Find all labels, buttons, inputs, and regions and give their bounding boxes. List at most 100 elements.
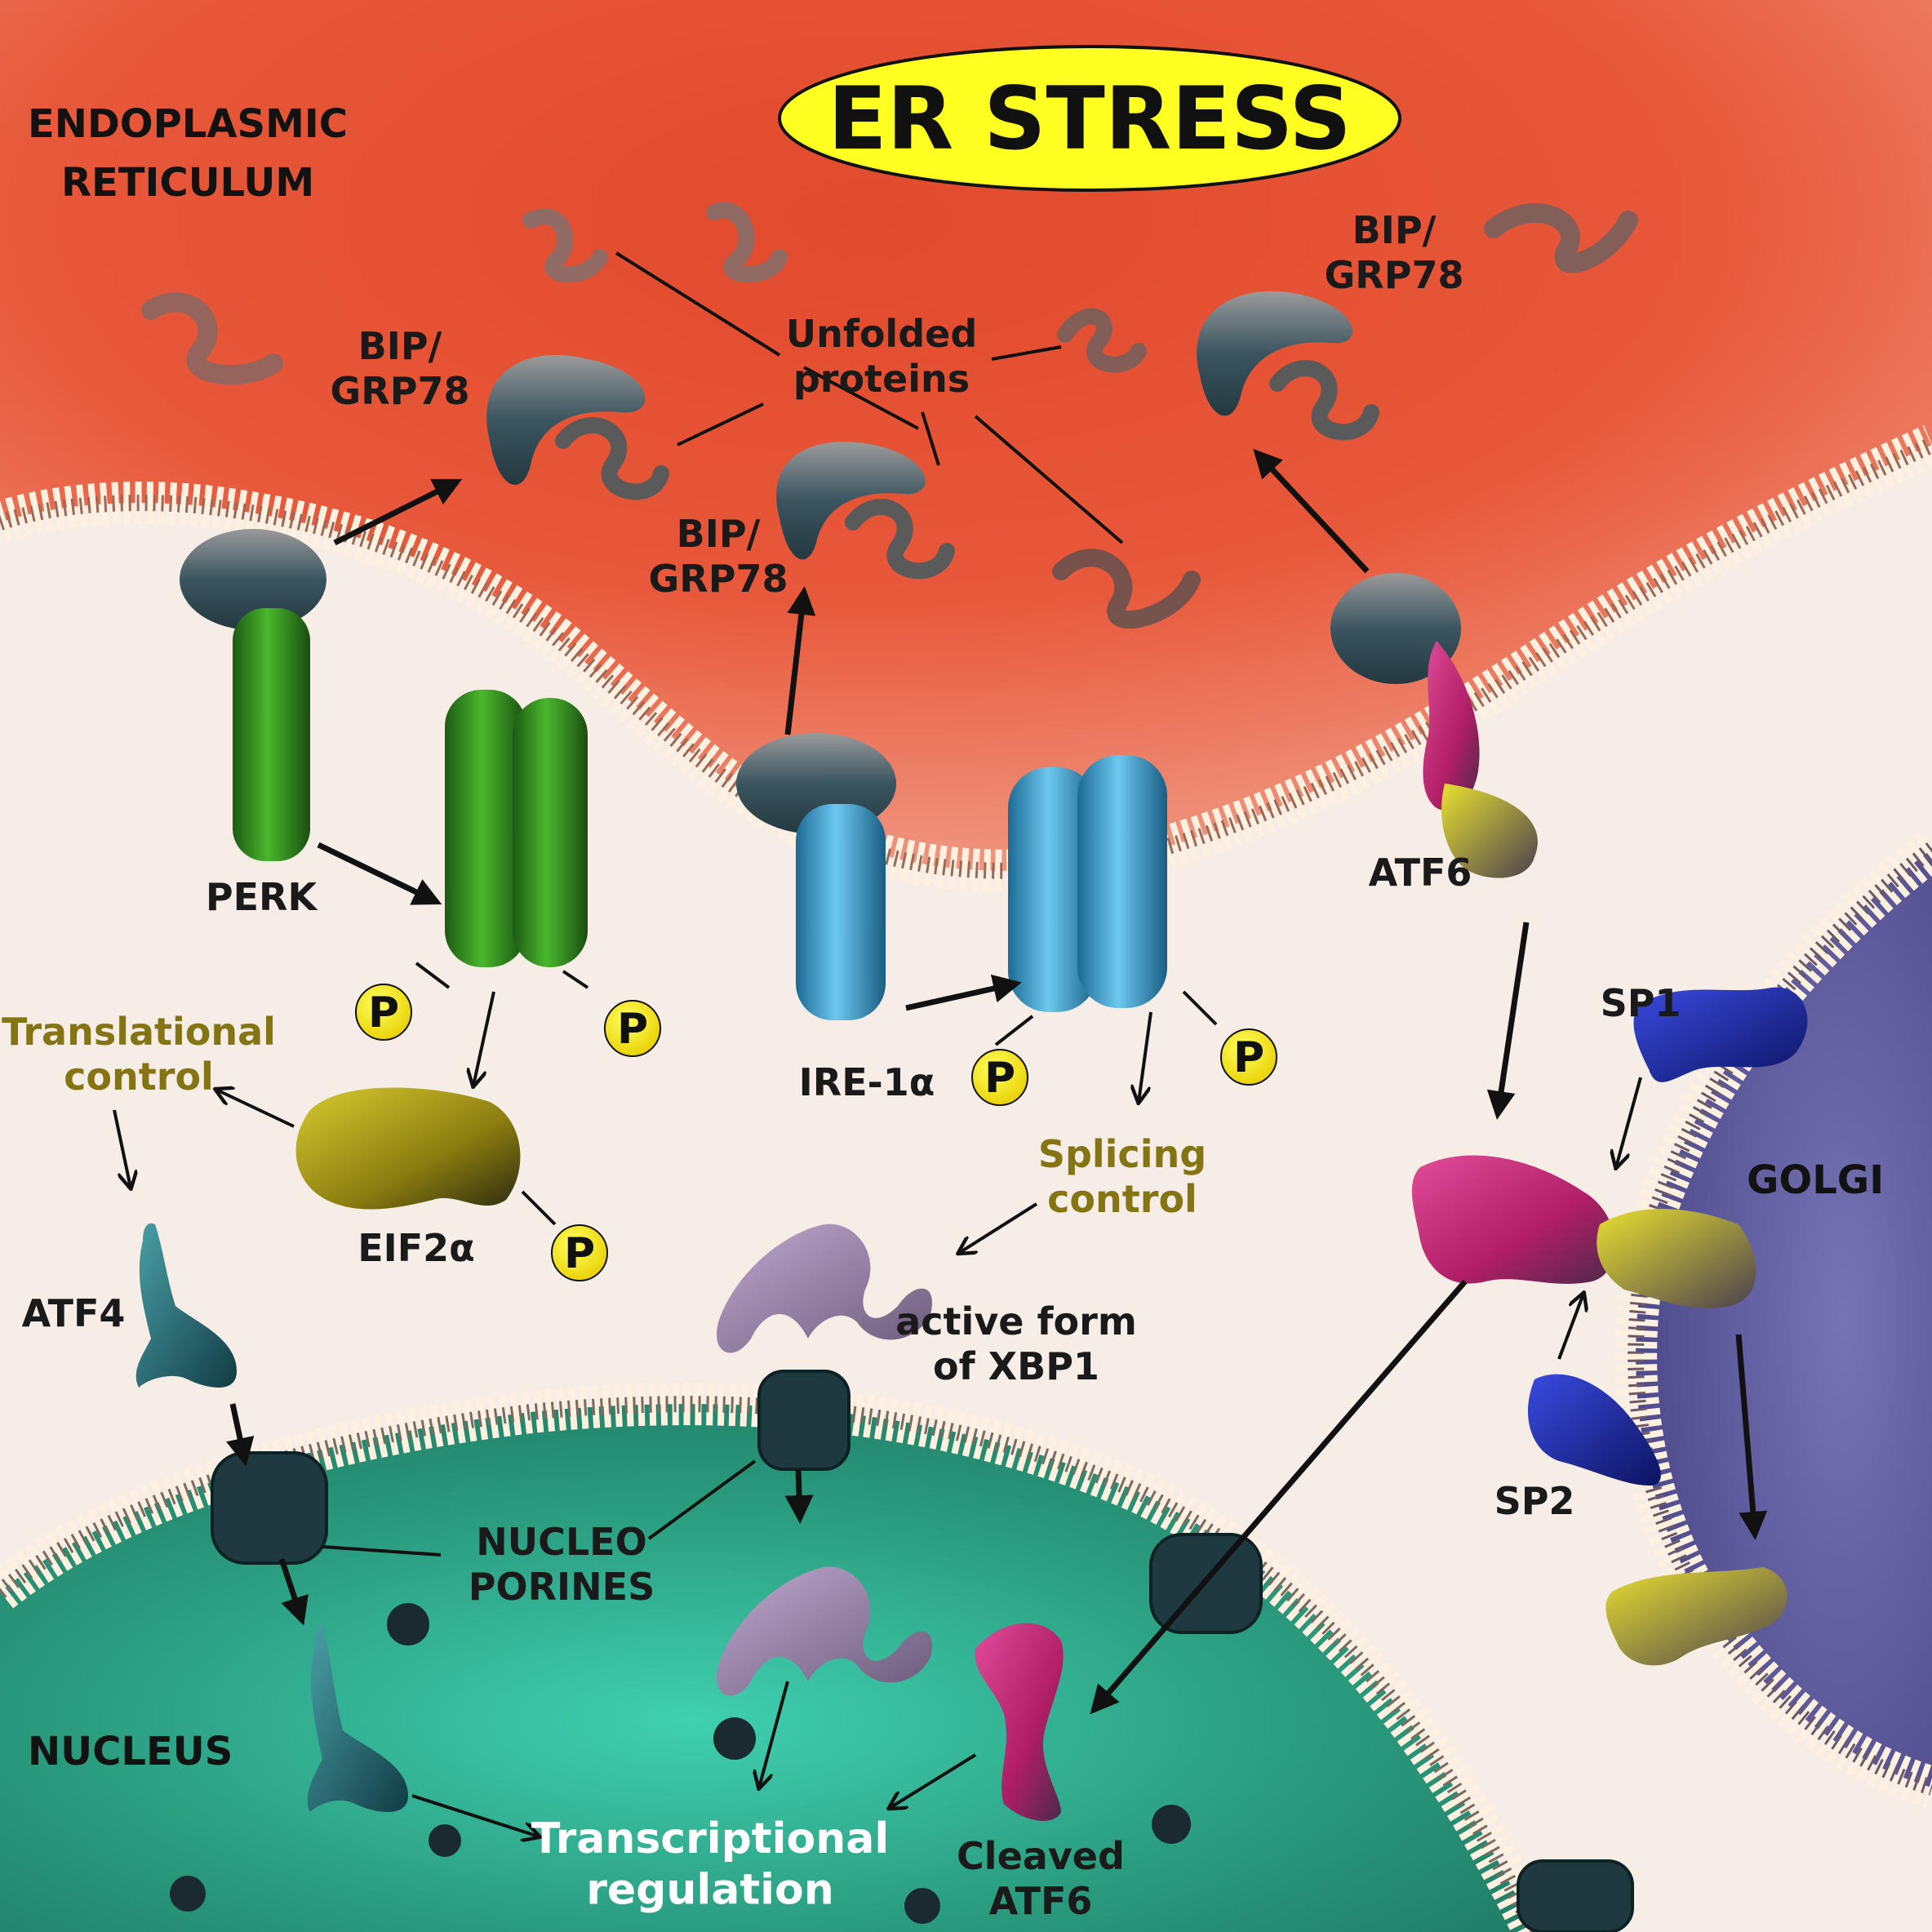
svg-text:P: P bbox=[617, 1005, 648, 1054]
unfolded-protein-icon bbox=[706, 202, 788, 283]
atf6-icon bbox=[1411, 1155, 1615, 1284]
bip-chaperone-center bbox=[776, 442, 955, 580]
arrow-icon bbox=[216, 1090, 295, 1128]
bip-left-label-line: GRP78 bbox=[331, 369, 470, 413]
splicing-control-label-line: Splicing bbox=[1038, 1132, 1206, 1176]
svg-text:P: P bbox=[984, 1054, 1015, 1103]
unfolded-protein-icon bbox=[1052, 549, 1201, 629]
arrow-icon bbox=[1735, 1334, 1768, 1540]
transcriptional-regulation-label-line: Transcriptional bbox=[531, 1814, 889, 1863]
eif2a-protein bbox=[295, 1087, 521, 1210]
unfolded-protein-icon bbox=[522, 208, 608, 283]
chromatin-icon bbox=[170, 1876, 206, 1912]
phosphate-icon: P bbox=[1220, 1028, 1277, 1086]
golgi-membrane bbox=[1614, 832, 1932, 1808]
nucleoporines-label-line: NUCLEO bbox=[476, 1520, 646, 1564]
bip-right-label: BIP/GRP78 bbox=[1325, 208, 1464, 297]
atf6-fragment-icon bbox=[1606, 1567, 1788, 1666]
arrow-icon bbox=[1557, 1294, 1583, 1360]
unfolded-proteins-label-line: Unfolded bbox=[786, 312, 978, 356]
transcriptional-regulation-label-line: regulation bbox=[586, 1865, 834, 1914]
xbp1-label-line: of XBP1 bbox=[933, 1344, 1099, 1388]
arrows bbox=[226, 448, 1768, 1715]
cleaved-atf6-label-line: ATF6 bbox=[989, 1879, 1093, 1923]
phosphate-icon: P bbox=[551, 1224, 608, 1281]
perk-monomer-icon bbox=[233, 608, 310, 861]
perk-subunit-icon bbox=[513, 698, 588, 967]
bip-center-label-line: GRP78 bbox=[649, 557, 788, 601]
ire1a-subunit-icon bbox=[1008, 767, 1098, 1012]
xbp1-icon bbox=[717, 1566, 932, 1696]
arrow-icon bbox=[473, 991, 495, 1086]
atf4-label: ATF4 bbox=[22, 1291, 126, 1335]
arrow-icon bbox=[1253, 448, 1370, 574]
sp1-protease bbox=[1633, 987, 1808, 1082]
phosphate-icon: P bbox=[355, 984, 412, 1041]
nuclear-pores bbox=[211, 1370, 1634, 1932]
eif2a-label: EIF2α bbox=[358, 1226, 475, 1270]
eif2a-icon bbox=[295, 1087, 521, 1210]
nuclear-pore-icon bbox=[211, 1451, 328, 1565]
golgi-label: GOLGI bbox=[1747, 1157, 1884, 1203]
title-badge: ER STRESS bbox=[778, 45, 1401, 192]
bip-chaperone-right bbox=[1197, 291, 1379, 441]
ire1a-monomer bbox=[736, 733, 896, 1020]
bip-left-label-line: BIP/ bbox=[358, 324, 442, 368]
ire1a-dimer bbox=[1008, 755, 1167, 1012]
unfolded-proteins-group bbox=[141, 202, 1638, 629]
arrow-icon bbox=[890, 1753, 977, 1808]
arrow-icon bbox=[784, 586, 816, 735]
bip-chaperone-left bbox=[486, 354, 669, 500]
arrow-icon bbox=[784, 1468, 814, 1524]
atf6-icon bbox=[1423, 641, 1480, 811]
chromatin-icon bbox=[713, 1717, 756, 1760]
arrow-icon bbox=[1486, 922, 1530, 1120]
atf6-label: ATF6 bbox=[1369, 851, 1472, 895]
atf6-golgi bbox=[1411, 1155, 1757, 1308]
phosphate-icon: P bbox=[604, 1000, 661, 1057]
arrow-icon bbox=[411, 1794, 539, 1837]
er-label: ENDOPLASMIC RETICULUM bbox=[28, 101, 362, 206]
atf4-icon bbox=[135, 1223, 237, 1388]
xbp1-protein-nucleus bbox=[717, 1566, 932, 1696]
arrow-icon bbox=[226, 1403, 255, 1467]
splicing-control-label-line: control bbox=[1047, 1177, 1197, 1221]
sp2-protease bbox=[1527, 1374, 1661, 1486]
cleaved-atf6-label-line: Cleaved bbox=[957, 1834, 1125, 1878]
perk-label: PERK bbox=[206, 875, 319, 919]
arrow-icon bbox=[1616, 1077, 1642, 1167]
atf6-fragment-golgi bbox=[1606, 1567, 1788, 1666]
sp2-icon bbox=[1527, 1374, 1661, 1486]
unfolded-protein-icon bbox=[1057, 308, 1147, 373]
ire1a-monomer-icon bbox=[796, 804, 886, 1020]
arrow-icon bbox=[1090, 1279, 1468, 1715]
cleaved-atf6-icon bbox=[975, 1623, 1064, 1821]
bip-right-label-line: GRP78 bbox=[1325, 253, 1464, 297]
atf4-protein bbox=[135, 1223, 237, 1388]
unfolded-proteins-label-line: proteins bbox=[793, 357, 970, 401]
title-text: ER STRESS bbox=[828, 69, 1352, 169]
arrow-icon bbox=[278, 1557, 309, 1626]
perk-monomer bbox=[180, 529, 326, 861]
unfolded-protein-icon bbox=[1484, 202, 1638, 273]
svg-text:P: P bbox=[368, 988, 399, 1037]
cleaved-atf6-protein bbox=[975, 1623, 1064, 1821]
bip-chaperone-icon bbox=[776, 442, 926, 560]
ire1a-label: IRE-1α bbox=[799, 1060, 935, 1104]
chromatin-icon bbox=[904, 1888, 940, 1924]
bip-chaperone-icon bbox=[1197, 291, 1352, 416]
nuclear-pore-icon bbox=[757, 1370, 851, 1471]
chromatin-icon bbox=[387, 1603, 429, 1646]
arrow-icon bbox=[333, 478, 463, 546]
bip-center-label: BIP/GRP78 bbox=[649, 512, 788, 601]
sp1-label: SP1 bbox=[1601, 981, 1681, 1025]
phosphates: P P P P P bbox=[355, 984, 1277, 1281]
ire1a-subunit-icon bbox=[1077, 755, 1167, 1008]
